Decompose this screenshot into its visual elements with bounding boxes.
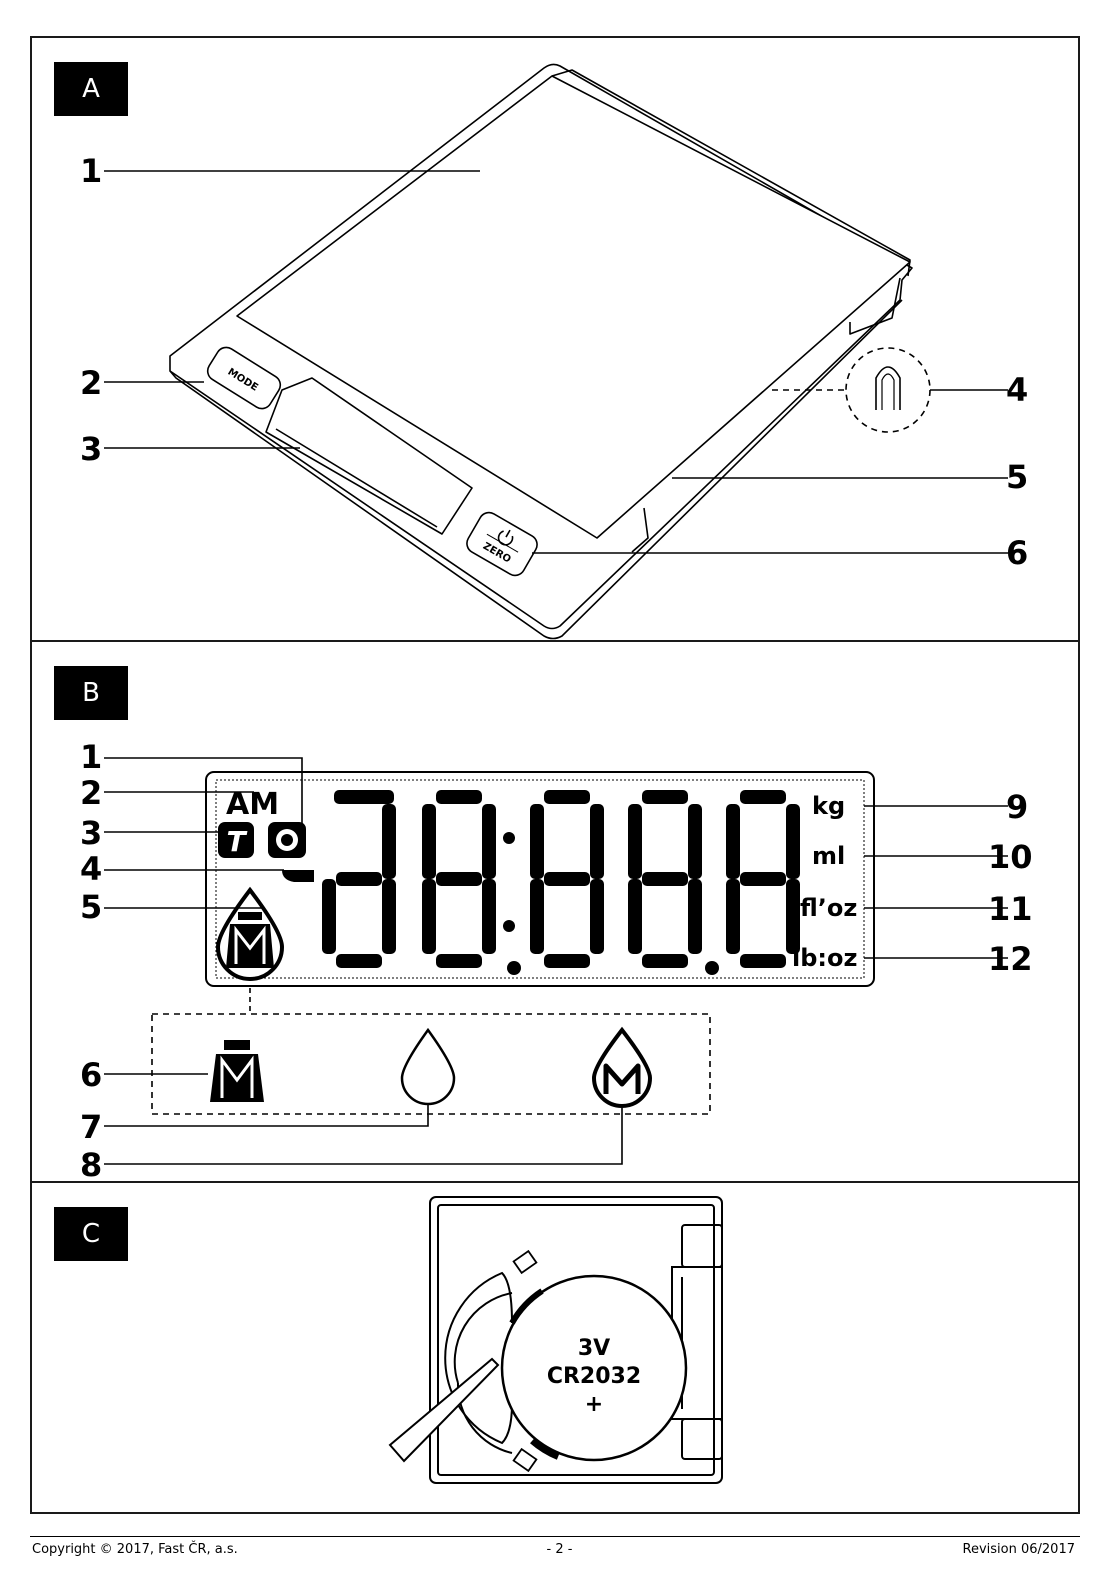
callout-b-12: 12 [988,940,1033,978]
lcd-digit-3-middle [544,872,590,886]
callout-a-5: 5 [1006,458,1028,496]
footer-revision: Revision 06/2017 [963,1542,1075,1557]
battery-polarity: + [585,1392,603,1417]
lcd-mode-icon [218,890,282,979]
unit-fl-oz: fl’oz [800,894,857,922]
tare-indicator: T [226,825,247,858]
callout-a-4: 4 [1006,371,1028,409]
lcd-digit-3-lower-left [530,879,544,954]
callout-b-10: 10 [988,838,1033,876]
unit-kg: kg [812,792,845,820]
callout-b-1: 1 [80,738,102,776]
lcd-digit-2-lower-right [482,879,496,954]
lcd-digit-3-upper-right [590,804,604,879]
zero-button: ZERO [463,509,540,579]
lcd-digit-1-lower-right [382,879,396,954]
lcd-digit-4-middle [642,872,688,886]
lcd-diagram: AM T kg ml fl’oz lb:oz [32,642,1078,1183]
panel-a: A MODE [32,38,1078,642]
lcd-digit-5-upper-left [726,804,740,879]
lcd-digit-1-bottom [336,954,382,968]
lcd-digit-4-upper-right [688,804,702,879]
lcd-digit-5-lower-left [726,879,740,954]
lcd-digit-3-upper-left [530,804,544,879]
negative-indicator [282,870,314,882]
lcd-digit-4-lower-right [688,879,702,954]
lcd-digit-3-bottom [544,954,590,968]
callout-a-3: 3 [80,430,102,468]
lcd-digit-4-bottom [642,954,688,968]
unit-ml: ml [812,842,845,870]
panel-c: C 3V [32,1183,1078,1512]
callout-b-2: 2 [80,774,102,812]
figure-frame: A MODE [30,36,1080,1514]
weighing-platform [237,76,910,538]
panel-b: B AM T kg ml fl’oz [32,642,1078,1183]
callout-b-6: 6 [80,1056,102,1094]
lcd-digit-5-upper-right [786,804,800,879]
callout-b-3: 3 [80,814,102,852]
lcd-digit-3-lower-right [590,879,604,954]
callout-b-9: 9 [1006,788,1028,826]
lcd-digit-4-upper-left [628,804,642,879]
battery-model: CR2032 [547,1364,641,1389]
battery-compartment: 3V CR2032 + [32,1183,1078,1512]
lcd-colon-dot-1 [503,832,515,844]
drop-icon [402,1030,454,1104]
lcd-digit-2-lower-left [422,879,436,954]
hook-detail [846,348,930,432]
pry-tool [390,1359,498,1461]
lcd-digit-1-top [334,790,394,804]
lcd-decimal-point-2 [705,961,719,975]
lcd-digit-5-bottom [740,954,786,968]
lcd-decimal-point-1 [507,961,521,975]
callout-b-5: 5 [80,888,102,926]
callout-a-1: 1 [80,152,102,190]
battery-voltage: 3V [578,1336,610,1361]
lcd-digit-2-upper-left [422,804,436,879]
lcd-digit-4-lower-left [628,879,642,954]
callout-b-7: 7 [80,1108,102,1146]
lcd-digit-5-lower-right [786,879,800,954]
unit-lb-oz: lb:oz [792,944,857,972]
lcd-digit-2-middle [436,872,482,886]
lcd-digit-5-middle [740,872,786,886]
callout-b-11: 11 [988,890,1033,928]
lcd-digit-2-upper-right [482,804,496,879]
lcd-digit-2-bottom [436,954,482,968]
lcd-colon-dot-2 [503,920,515,932]
lcd-digit-2-top [436,790,482,804]
callout-a-6: 6 [1006,534,1028,572]
callout-b-4: 4 [80,850,102,888]
lcd-digit-4-top [642,790,688,804]
callout-b-8: 8 [80,1146,102,1183]
weight-icon [210,1040,264,1102]
lcd-digit-1-upper-right [382,804,396,879]
lcd-digit-3-top [544,790,590,804]
callout-a-2: 2 [80,364,102,402]
lcd-digit-1-middle [336,872,382,886]
footer-page-number: - 2 - [0,1542,1119,1557]
lcd-digit-5-top [740,790,786,804]
scale-illustration: MODE ZERO [32,38,1078,642]
drop-memory-icon [594,1030,650,1106]
lcd-digit-1-lower-left [322,879,336,954]
footer-divider [30,1536,1080,1537]
